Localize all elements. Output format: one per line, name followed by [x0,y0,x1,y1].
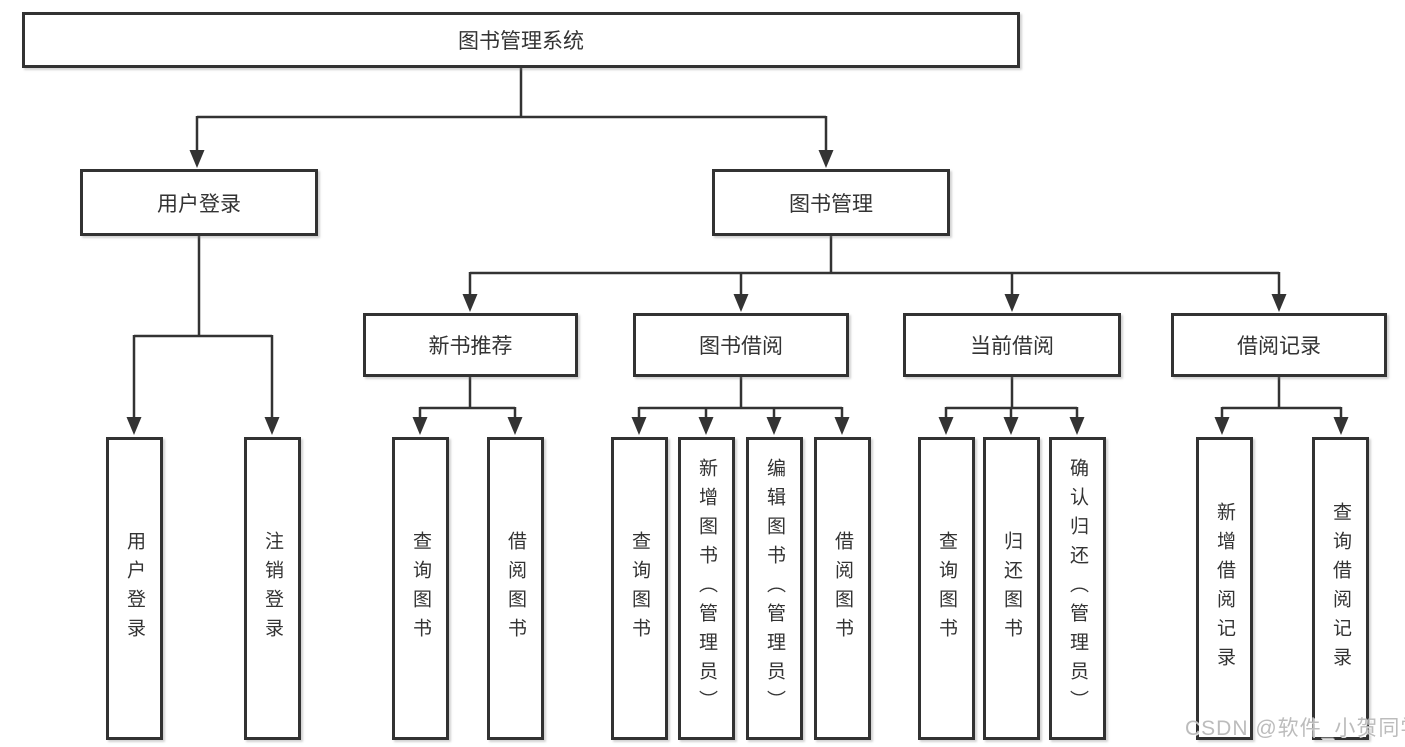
leaf-label: 新增图书（管理员） [696,458,717,719]
node-label: 图书借阅 [699,335,783,358]
leaf-add-borrow-record: 新增借阅记录 [1196,437,1253,740]
leaf-label: 查询图书 [410,530,431,647]
leaf-label: 借阅图书 [505,530,526,647]
leaf-label: 归还图书 [1001,530,1022,647]
leaf-query-borrow-record: 查询借阅记录 [1312,437,1369,740]
leaf-label: 注销登录 [262,530,283,647]
node-label: 借阅记录 [1237,335,1321,358]
leaf-logout: 注销登录 [244,437,301,740]
leaf-label: 用户登录 [124,530,145,647]
node-label: 当前借阅 [970,335,1054,358]
leaf-label: 查询借阅记录 [1330,501,1351,676]
node-book-management-branch: 图书管理 [712,169,950,236]
node-label: 用户登录 [157,192,241,216]
leaf-query-books-recommend: 查询图书 [392,437,449,740]
node-root-system: 图书管理系统 [22,12,1020,68]
tree-edges [132,68,1343,420]
leaf-add-books-admin: 新增图书（管理员） [678,437,735,740]
leaf-edit-books-admin: 编辑图书（管理员） [746,437,803,740]
node-new-book-recommend: 新书推荐 [363,313,578,377]
node-root-label: 图书管理系统 [458,30,584,53]
node-user-login-branch: 用户登录 [80,169,318,236]
node-book-borrow: 图书借阅 [633,313,849,377]
node-current-borrow: 当前借阅 [903,313,1121,377]
node-label: 图书管理 [789,192,873,216]
leaf-label: 借阅图书 [832,530,853,647]
leaf-confirm-return-admin: 确认归还（管理员） [1049,437,1106,740]
leaf-label: 确认归还（管理员） [1067,458,1088,719]
leaf-query-books-current: 查询图书 [918,437,975,740]
arrowheads [126,150,1349,435]
leaf-borrow-books-recommend: 借阅图书 [487,437,544,740]
leaf-borrow-books: 借阅图书 [814,437,871,740]
leaf-label: 查询图书 [629,530,650,647]
leaf-label: 新增借阅记录 [1214,501,1235,676]
leaf-label: 查询图书 [936,530,957,647]
node-borrow-records: 借阅记录 [1171,313,1387,377]
node-label: 新书推荐 [428,335,513,358]
leaf-query-books-borrow: 查询图书 [611,437,668,740]
csdn-watermark: CSDN @软件_小贺同学 [1185,717,1405,740]
leaf-user-login: 用户登录 [106,437,163,740]
leaf-return-books: 归还图书 [983,437,1040,740]
leaf-label: 编辑图书（管理员） [764,458,785,719]
